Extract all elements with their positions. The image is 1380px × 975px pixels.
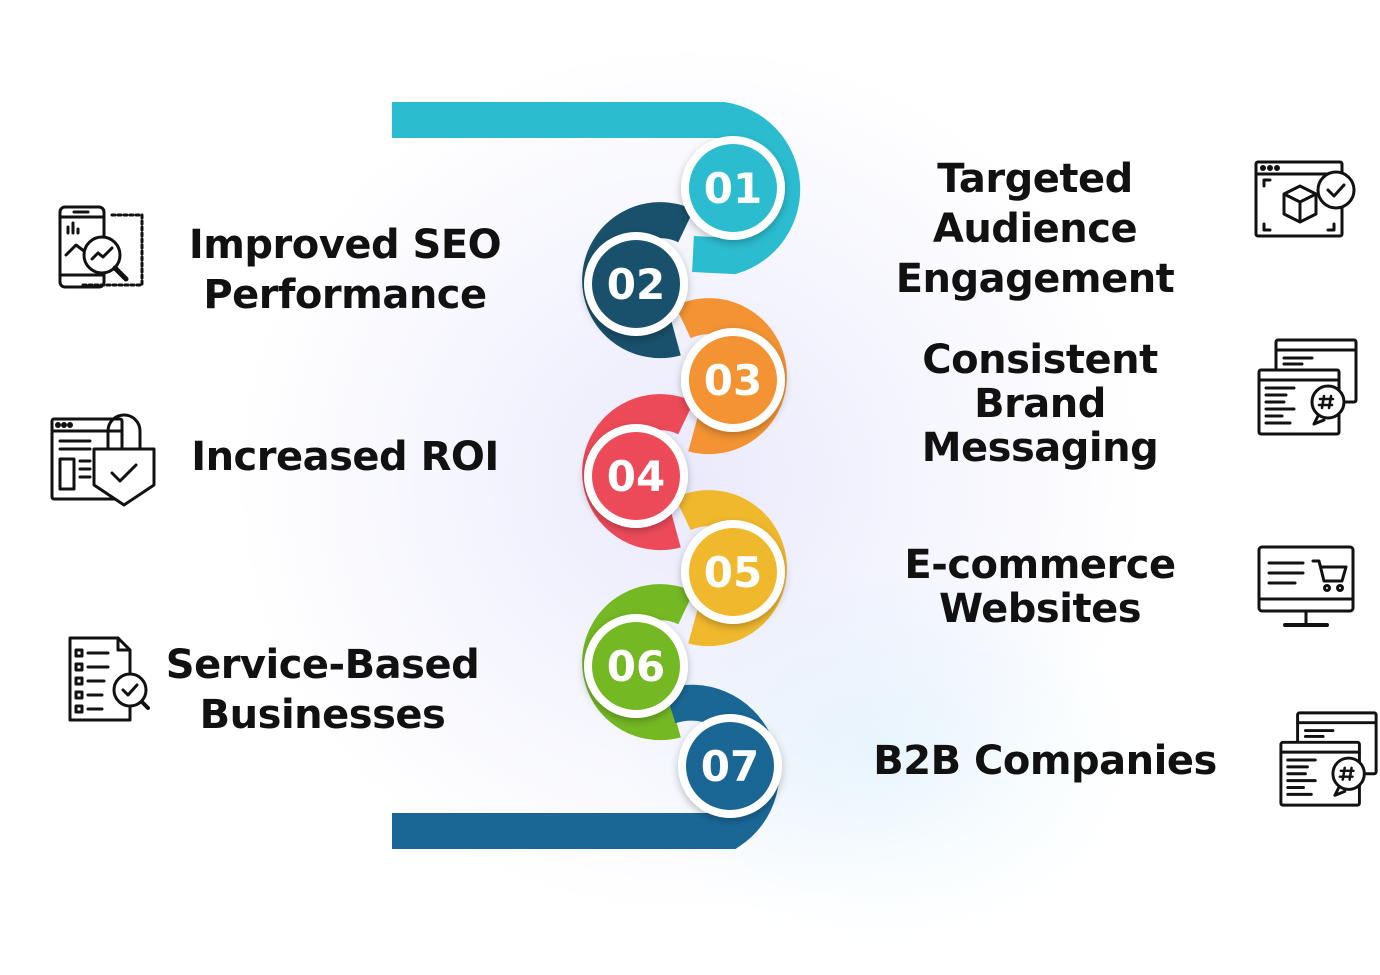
label-line: Targeted Audience (932, 156, 1138, 252)
label-line: Performance (203, 272, 487, 318)
step-disc-02: 02 (584, 232, 688, 336)
label-step-02: Improved SEO Performance (185, 220, 505, 320)
step-disc-07: 07 (678, 714, 782, 818)
step-number: 06 (607, 642, 665, 691)
step-number: 04 (607, 452, 665, 501)
code-window-hashtag-icon (1276, 708, 1380, 812)
label-line: Improved SEO (188, 222, 502, 268)
label-line: E-commerce (904, 542, 1176, 588)
step-disc-04: 04 (584, 424, 688, 528)
code-window-hashtag-icon (1254, 336, 1362, 440)
mobile-analytics-magnifier-icon (52, 203, 152, 299)
step-disc-05: 05 (681, 520, 785, 624)
label-step-03: Consistent Brand Messaging (850, 338, 1230, 470)
label-step-01: Targeted Audience Engagement (835, 154, 1235, 304)
label-line: Messaging (921, 425, 1159, 471)
disc-fill (689, 144, 777, 232)
disc-fill (592, 622, 680, 710)
step-disc-06: 06 (584, 614, 688, 718)
monitor-shopping-cart-icon (1255, 543, 1359, 633)
step-disc-03: 03 (681, 328, 785, 432)
step-disc-01: 01 (681, 136, 785, 240)
label-line: Service-Based (165, 642, 480, 688)
disc-fill (592, 432, 680, 520)
disc-fill (689, 528, 777, 616)
label-step-05: E-commerce Websites (885, 543, 1195, 631)
disc-fill (689, 336, 777, 424)
checklist-document-icon (64, 634, 152, 726)
3d-box-check-icon (1250, 158, 1362, 242)
label-line: B2B Companies (873, 738, 1217, 784)
disc-fill (592, 240, 680, 328)
webpage-padlock-check-icon (48, 403, 156, 507)
step-number: 05 (704, 548, 762, 597)
disc-fill (686, 722, 774, 810)
label-line: Engagement (895, 256, 1175, 302)
label-line: Businesses (199, 692, 446, 738)
label-step-04: Increased ROI (190, 432, 500, 482)
step-number: 03 (704, 356, 762, 405)
label-line: Consistent Brand (922, 337, 1158, 427)
label-step-06: Service-Based Businesses (165, 640, 480, 740)
label-line: Websites (938, 586, 1142, 632)
step-number: 01 (704, 164, 762, 213)
label-step-07: B2B Companies (870, 736, 1220, 786)
step-number: 02 (607, 260, 665, 309)
label-line: Increased ROI (191, 434, 499, 480)
step-number: 07 (701, 742, 759, 791)
